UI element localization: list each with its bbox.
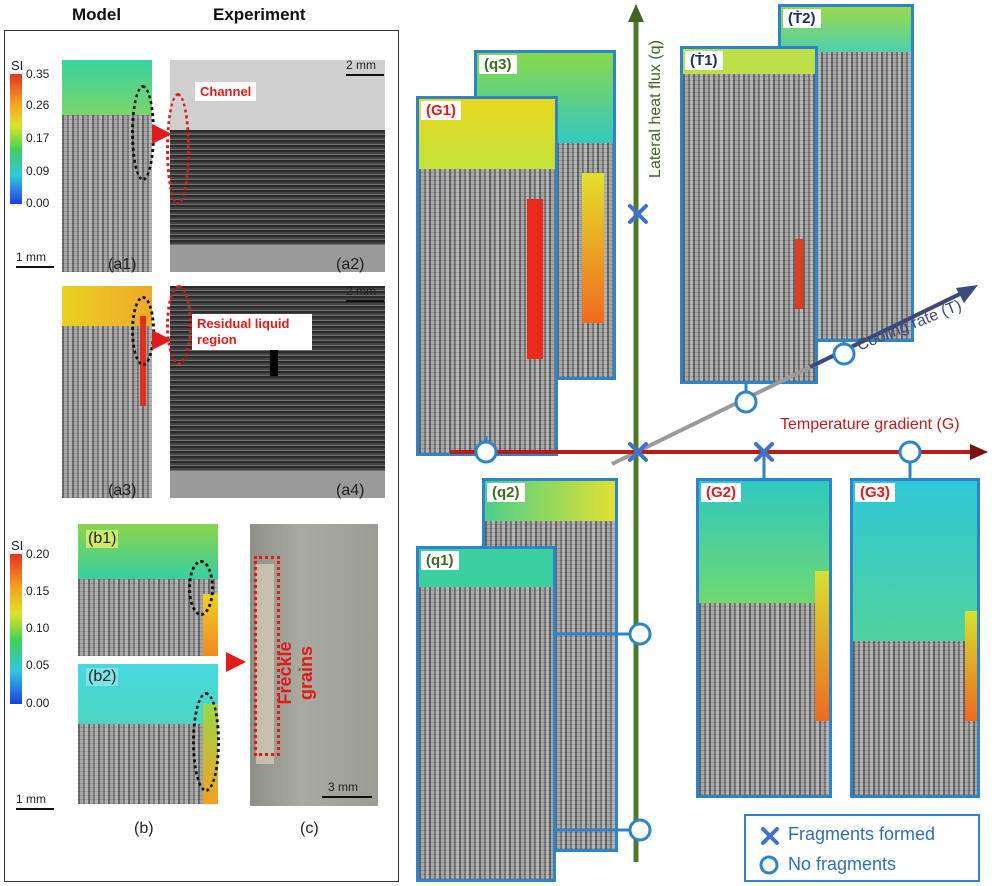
frame-label-G1: (G1) — [421, 101, 461, 120]
frame-label-q1: (q1) — [421, 551, 459, 570]
frame-G3: (G3) — [850, 478, 980, 798]
photo-image-c — [250, 524, 378, 806]
frame-label-G3: (G3) — [855, 483, 895, 502]
colorbar2-tick: 0.10 — [26, 621, 50, 635]
colorbar1-title: SI — [11, 58, 24, 73]
panel-label-c: (c) — [300, 820, 319, 837]
panel-label-a3: (a3) — [108, 482, 137, 499]
axis-label-temperature-gradient: Temperature gradient (G) — [780, 416, 960, 433]
colorbar2-tick: 0.20 — [26, 547, 50, 561]
colorbar1 — [10, 74, 22, 204]
arrow-icon — [226, 652, 246, 672]
fragment-marker — [628, 442, 648, 462]
scale-label-a2: 2 mm — [346, 58, 376, 72]
panel-label-b: (b) — [134, 820, 154, 837]
legend: Fragments formed No fragments — [744, 814, 980, 882]
highlight-box — [254, 556, 280, 756]
annotation-residual-liquid: Residual liquid region — [192, 314, 312, 350]
panel-label-a2: (a2) — [336, 256, 365, 273]
frame-label-T1: (Ṫ1) — [685, 51, 723, 70]
colorbar2 — [10, 554, 22, 704]
no-fragment-marker — [734, 390, 758, 414]
frame-label-T2: (Ṫ2) — [783, 9, 821, 28]
no-fragment-marker — [474, 440, 498, 464]
colorbar2-title: SI — [11, 538, 24, 553]
frame-G2: (G2) — [696, 478, 832, 798]
cooling-rate-arrowhead — [956, 285, 978, 303]
scale-bar — [346, 74, 384, 76]
panel-label-a1: (a1) — [108, 256, 137, 273]
scale-bar — [16, 266, 54, 268]
no-fragment-marker — [628, 818, 652, 842]
lateral-heat-flux-arrowhead — [628, 4, 644, 22]
panel-label-a4: (a4) — [336, 482, 365, 499]
no-fragment-marker — [628, 622, 652, 646]
colorbar2-tick: 0.00 — [26, 696, 50, 710]
annotation-channel: Channel — [195, 82, 257, 101]
frame-q1: (q1) — [416, 546, 556, 882]
colorbar2-tick: 0.05 — [26, 658, 50, 672]
cross-icon — [761, 827, 779, 845]
legend-label-no-fragments: No fragments — [788, 854, 897, 874]
exp-image-a4 — [170, 286, 385, 498]
scale-label-c: 3 mm — [328, 780, 358, 794]
fragment-marker — [754, 442, 774, 462]
left-panel-border — [4, 30, 399, 882]
colorbar1-tick: 0.09 — [26, 164, 50, 178]
model-header: Model — [72, 5, 122, 24]
scale-bar — [322, 796, 372, 798]
no-fragment-marker — [832, 342, 856, 366]
temperature-gradient-arrowhead — [970, 444, 988, 460]
colorbar1-tick: 0.26 — [26, 98, 50, 112]
circle-icon — [759, 855, 779, 875]
scale-bar — [346, 300, 384, 302]
highlight-ellipse — [192, 692, 220, 792]
experiment-header: Experiment — [213, 5, 306, 24]
highlight-ellipse — [166, 93, 190, 205]
highlight-ellipse — [188, 560, 214, 616]
frame-label-q2: (q2) — [487, 483, 525, 502]
scale-label-a1: 1 mm — [16, 250, 46, 264]
frame-T1: (Ṫ1) — [680, 46, 818, 384]
panel-label-b2: (b2) — [86, 668, 119, 686]
highlight-ellipse — [166, 285, 192, 365]
frame-label-G2: (G2) — [701, 483, 741, 502]
frame-G1: (G1) — [416, 96, 558, 456]
fragment-marker — [628, 204, 648, 224]
scale-bar — [16, 808, 54, 810]
axis-label-lateral-heat-flux: Lateral heat flux (q) — [647, 40, 664, 178]
colorbar1-tick: 0.00 — [26, 196, 50, 210]
scale-label-b: 1 mm — [16, 792, 46, 806]
colorbar1-tick: 0.17 — [26, 131, 50, 145]
no-fragment-marker — [898, 440, 922, 464]
colorbar2-tick: 0.15 — [26, 584, 50, 598]
frame-label-q3: (q3) — [479, 55, 517, 74]
panel-label-b1: (b1) — [86, 530, 119, 548]
colorbar1-tick: 0.35 — [26, 67, 50, 81]
legend-label-fragments: Fragments formed — [788, 824, 936, 844]
scale-label-a4: 2 mm — [346, 284, 376, 298]
